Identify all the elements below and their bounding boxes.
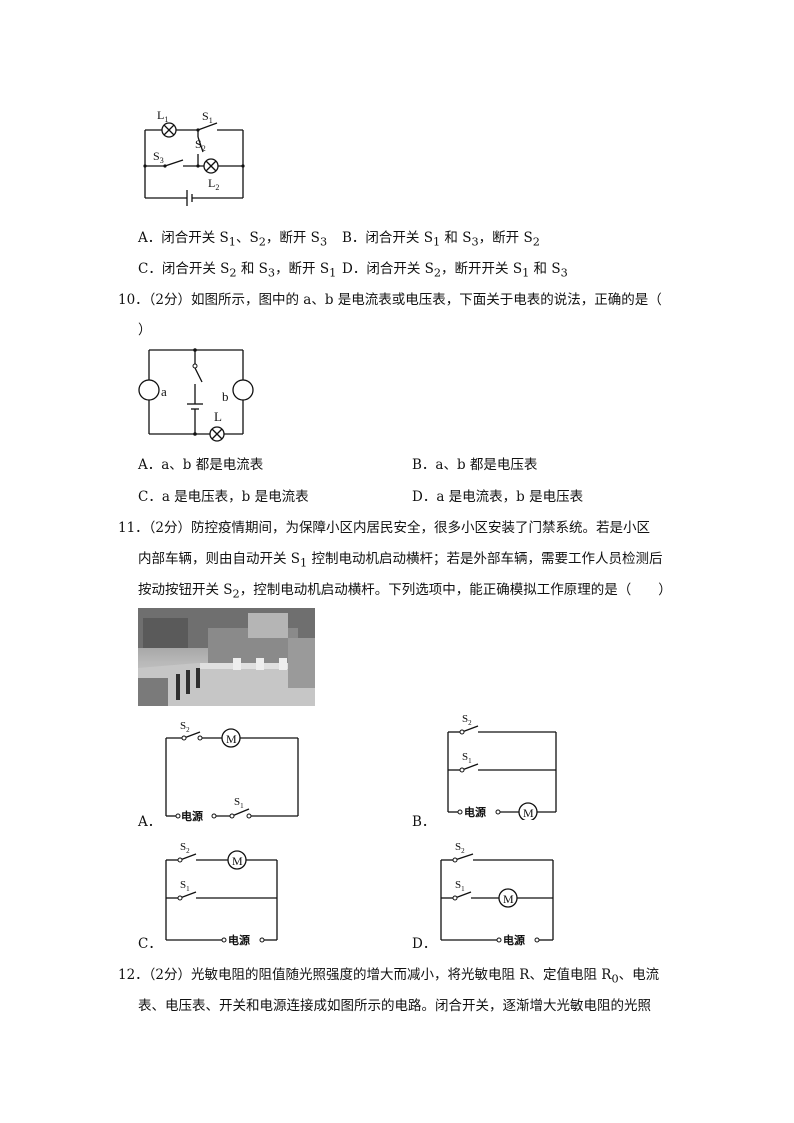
q11-option-c-letter[interactable]: C． — [138, 936, 162, 952]
q11-option-a-letter[interactable]: A． — [138, 814, 162, 830]
switch-s1-label: S1 — [234, 796, 244, 810]
q11-stem-line1: 11．（2分）防控疫情期间，为保障小区内居民安全，很多小区安装了门禁系统。若是小… — [118, 520, 651, 536]
q9-option-c[interactable]: C．闭合开关 S2 和 S3，断开 S1 — [138, 261, 337, 280]
motor-icon: M — [523, 806, 534, 820]
q11-option-a-circuit[interactable]: M 电源 S2 S1 — [160, 716, 310, 826]
gate-barrier-photo — [138, 608, 315, 706]
q10-label-l: L — [214, 409, 222, 424]
switch-s1-label: S1 — [180, 879, 190, 893]
q12-stem-line1: 12．（2分）光敏电阻的阻值随光照强度的增大而减小，将光敏电阻 R、定值电阻 R… — [118, 967, 660, 986]
q11-option-c-circuit[interactable]: M 电源 S2 S1 — [160, 838, 285, 950]
q10-circuit-diagram: a b L — [138, 348, 254, 442]
q10-label-a: a — [161, 384, 167, 399]
switch-s2-label: S2 — [462, 713, 472, 727]
q9-circuit-diagram: L1 S1 S2 S3 L2 — [143, 108, 245, 206]
q9-label-s1: S1 — [202, 109, 213, 125]
q11-stem-line2: 内部车辆，则由自动开关 S1 控制电动机启动横杆；若是外部车辆，需要工作人员检测… — [138, 551, 663, 570]
q10-stem-line2: ） — [138, 322, 152, 338]
q9-option-a[interactable]: A．闭合开关 S1、S2，断开 S3 — [138, 230, 328, 249]
motor-icon: M — [232, 854, 243, 868]
q11-option-b-letter[interactable]: B． — [412, 814, 436, 830]
power-source-label: 电源 — [181, 809, 203, 823]
motor-icon: M — [503, 892, 514, 906]
power-source-label: 电源 — [228, 933, 250, 947]
q9-option-d[interactable]: D．闭合开关 S2，断开开关 S1 和 S3 — [342, 261, 568, 280]
q11-option-d-letter[interactable]: D． — [412, 936, 437, 952]
switch-s2-label: S2 — [180, 841, 190, 855]
q10-option-b[interactable]: B．a、b 都是电压表 — [412, 457, 538, 473]
switch-s1-label: S1 — [455, 879, 465, 893]
q9-label-s2: S2 — [195, 137, 206, 153]
q11-option-d-circuit[interactable]: M 电源 S2 S1 — [435, 838, 560, 950]
switch-s1-label: S1 — [462, 751, 472, 765]
power-source-label: 电源 — [503, 933, 525, 947]
q12-stem-line2: 表、电压表、开关和电源连接成如图所示的电路。闭合开关，逐渐增大光敏电阻的光照 — [138, 998, 651, 1014]
q11-stem-line3: 按动按钮开关 S2，控制电动机启动横杆。下列选项中，能正确模拟工作原理的是（ ） — [138, 582, 672, 601]
q9-label-l2: L2 — [208, 176, 219, 192]
power-source-label: 电源 — [464, 805, 486, 819]
q11-option-b-circuit[interactable]: M 电源 S2 S1 — [440, 710, 565, 820]
q10-option-d[interactable]: D．a 是电流表，b 是电压表 — [412, 489, 584, 505]
q9-label-s3: S3 — [153, 149, 164, 165]
q9-option-b[interactable]: B．闭合开关 S1 和 S3，断开 S2 — [342, 230, 540, 249]
switch-s2-label: S2 — [180, 720, 190, 734]
switch-s2-label: S2 — [455, 841, 465, 855]
q10-option-a[interactable]: A．a、b 都是电流表 — [138, 457, 264, 473]
q9-label-l1: L1 — [157, 108, 168, 124]
motor-icon: M — [226, 732, 237, 746]
q10-label-b: b — [222, 389, 229, 404]
q10-option-c[interactable]: C．a 是电压表，b 是电流表 — [138, 489, 309, 505]
q10-stem-line1: 10．（2分）如图所示，图中的 a、b 是电流表或电压表，下面关于电表的说法，正… — [118, 292, 662, 308]
